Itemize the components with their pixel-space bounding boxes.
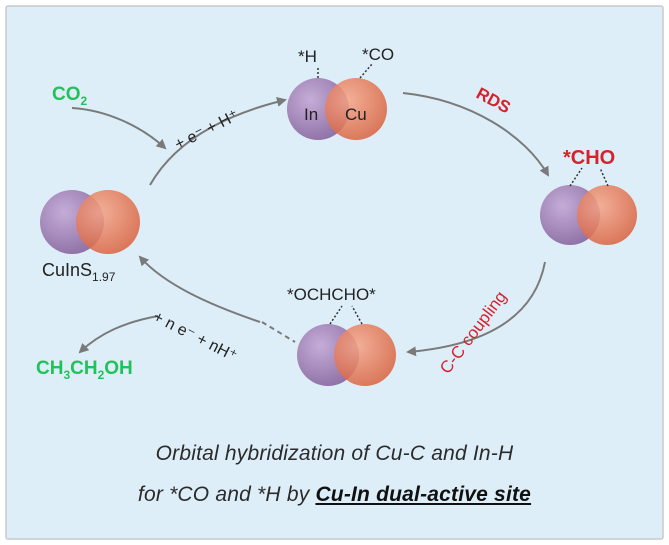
co-bond-line — [359, 63, 373, 79]
caption-line-2: for *CO and *H by Cu-In dual-active site — [0, 483, 669, 507]
caption-line-1-text: Orbital hybridization of Cu-C and In-H — [155, 442, 514, 465]
ochcho-label: *OCHCHO* — [287, 285, 376, 304]
arrow-catalyst-to-h-co — [149, 97, 287, 186]
cho-label: *CHO — [563, 147, 615, 169]
arrow-co2-feed — [71, 107, 167, 150]
caption-line-2-prefix: for *CO and *H by — [137, 483, 316, 506]
background-panel — [5, 5, 664, 540]
caption-line-2-bold: Cu-In dual-active site — [315, 483, 532, 506]
ochcho-bond-right — [351, 305, 363, 325]
co2-label: CO2 — [52, 84, 88, 108]
arrow-to-ochcho — [406, 261, 546, 357]
ads-co-label: *CO — [362, 45, 394, 64]
catalyst-spheres — [40, 190, 140, 254]
arrow-to-cho — [402, 92, 549, 177]
atom-in-label: In — [304, 105, 318, 124]
atom-cu-label: Cu — [345, 105, 367, 124]
h-co-adsorbed-spheres — [287, 78, 387, 140]
cho-bond-right — [599, 167, 609, 187]
cho-spheres — [540, 185, 637, 245]
dashed-link-ochcho — [261, 321, 296, 343]
caption-line-1: Orbital hybridization of Cu-C and In-H — [0, 442, 669, 466]
arrow-to-catalyst — [138, 255, 261, 323]
ochcho-spheres — [297, 324, 396, 386]
ads-h-label: *H — [298, 47, 317, 66]
catalyst-label: CuInS1.97 — [42, 260, 116, 284]
arrow-ethanol-release — [78, 315, 159, 354]
ethanol-label: CH3CH2OH — [36, 358, 133, 382]
